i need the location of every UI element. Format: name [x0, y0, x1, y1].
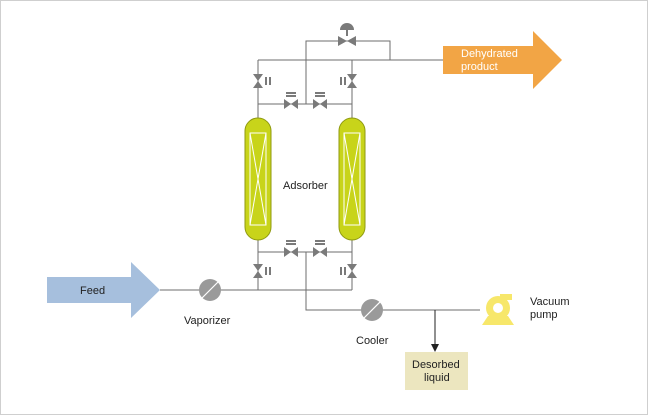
piping — [160, 40, 480, 352]
gate-valve-icon — [340, 74, 357, 88]
adsorber-right — [338, 117, 366, 241]
gate-valve-icon — [313, 240, 327, 257]
dehydrated-product-label-line1: Dehydrated — [461, 48, 518, 60]
gate-valve-icon — [313, 92, 327, 109]
vacuum-pump-label-line1: Vacuum — [530, 296, 570, 308]
dehydrated-product-arrow: Dehydrated product — [443, 31, 562, 89]
gate-valve-icon — [284, 240, 298, 257]
control-valve-icon — [338, 23, 356, 46]
desorbed-liquid-box: Desorbed liquid — [405, 352, 468, 390]
adsorber-left — [244, 117, 272, 241]
vaporizer-icon — [198, 277, 223, 302]
gate-valve-icon — [284, 92, 298, 109]
cooler-label: Cooler — [356, 335, 389, 347]
desorbed-liquid-label-line2: liquid — [424, 372, 450, 384]
desorbed-liquid-label-line1: Desorbed — [412, 359, 460, 371]
dehydrated-product-label-line2: product — [461, 61, 498, 73]
gate-valve-icon — [253, 264, 271, 278]
gate-valve-icon — [253, 74, 271, 88]
feed-arrow: Feed — [47, 262, 160, 318]
feed-label: Feed — [80, 285, 105, 297]
cooler-icon — [360, 297, 385, 322]
adsorber-label: Adsorber — [283, 180, 328, 192]
pump-icon — [482, 294, 514, 325]
gate-valve-icon — [340, 264, 357, 278]
vaporizer-label: Vaporizer — [184, 315, 231, 327]
vacuum-pump-label-line2: pump — [530, 309, 558, 321]
